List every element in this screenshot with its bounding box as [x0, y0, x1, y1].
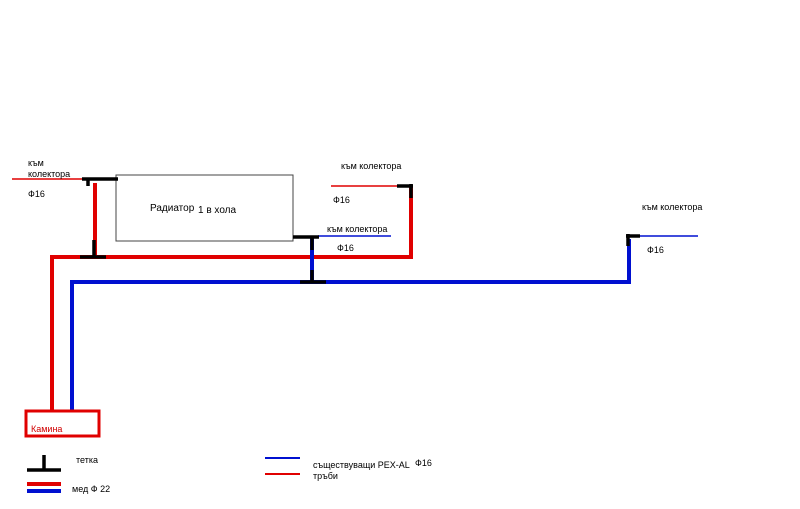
- collector-label-1b: колектора: [28, 169, 71, 179]
- collector-label-2: към колектора: [341, 161, 402, 171]
- collector-label-3: към колектора: [327, 224, 388, 234]
- fireplace-label: Камина: [31, 424, 63, 434]
- tee-fittings: [80, 177, 640, 284]
- copper-hot-pipes: [50, 183, 413, 410]
- legend-pex-label-2: тръби: [313, 471, 338, 481]
- pipe-size-label-3: Ф16: [337, 243, 354, 253]
- radiator-label: Радиатор: [150, 203, 195, 214]
- legend-copper-label: мед Ф 22: [72, 484, 111, 494]
- pipe-size-label-4: Ф16: [647, 245, 664, 255]
- copper-cold-pipes: [70, 238, 631, 410]
- legend-tee-icon: [27, 455, 61, 472]
- pipe-size-label-1: Ф16: [28, 189, 45, 199]
- legend-pex-label: съществуващи PEX-AL: [313, 460, 410, 470]
- legend-tee-label: тетка: [76, 455, 98, 465]
- radiator-box: [115, 174, 294, 242]
- radiator-location-label: 1 в хола: [198, 205, 237, 216]
- collector-label-1a: към: [28, 158, 44, 168]
- fireplace-box: [24, 409, 101, 438]
- legend-pex-size: Ф16: [415, 458, 432, 468]
- pipe-size-label-2: Ф16: [333, 195, 350, 205]
- collector-label-4: към колектора: [642, 202, 703, 212]
